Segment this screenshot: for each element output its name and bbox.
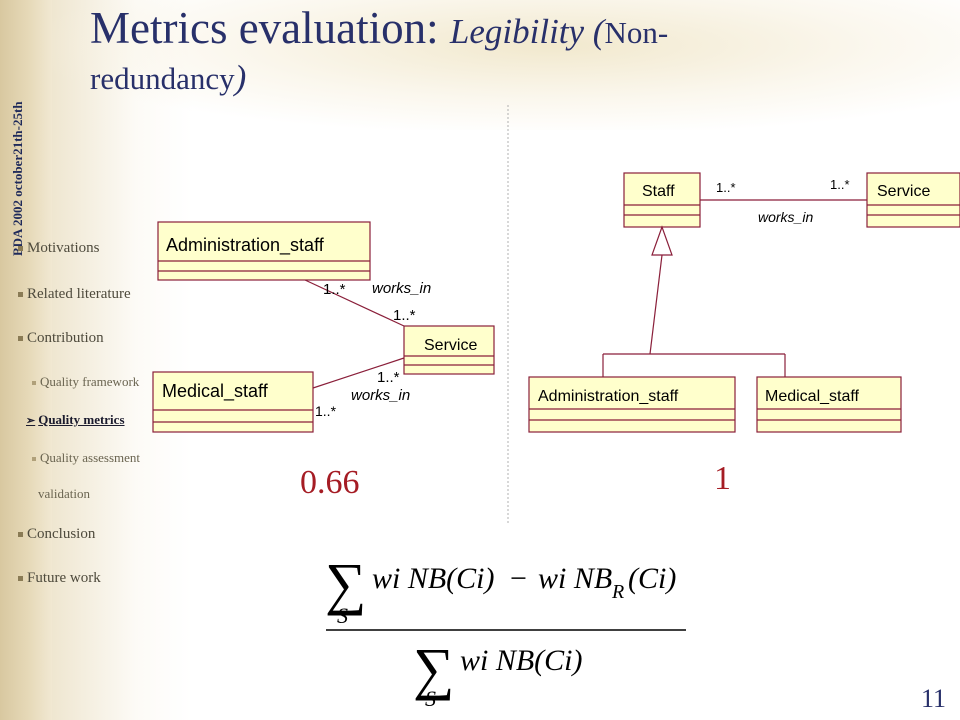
- nav-item-related-literature[interactable]: Related literature: [18, 286, 131, 303]
- sum-index-denominator: S: [425, 686, 436, 711]
- nav-item-label: Quality metrics: [38, 412, 125, 427]
- association-name: works_in: [758, 209, 813, 225]
- association-line-top: [304, 279, 405, 327]
- title-main: Metrics evaluation:: [90, 3, 450, 53]
- class-administration-staff-right[interactable]: Administration_staff: [528, 376, 736, 433]
- title-line2-text: redundancy: [90, 61, 235, 97]
- square-bullet-icon: [32, 457, 36, 462]
- nav-item-label: Future work: [27, 570, 101, 586]
- sum-index-numerator: S: [337, 603, 348, 628]
- nav-item-label: Quality assessment: [40, 450, 141, 465]
- right-diagram: Staff Service 1..* 1..* works_in: [528, 172, 960, 433]
- numerator-term2-start: wi NB: [538, 562, 612, 595]
- title-line2-close: ): [234, 58, 247, 98]
- class-name: Administration_staff: [538, 388, 679, 405]
- nav-item-quality-framework[interactable]: Quality framework: [32, 374, 139, 390]
- class-staff[interactable]: Staff: [623, 172, 701, 228]
- minus-sign: −: [510, 562, 527, 595]
- class-box: [528, 376, 736, 433]
- class-box: [403, 325, 495, 375]
- nav-item-label: Motivations: [27, 240, 100, 256]
- title-italic: Legibility (: [449, 12, 605, 51]
- class-medical-staff-left[interactable]: Medical_staff: [152, 371, 314, 433]
- class-name: Medical_staff: [765, 388, 860, 405]
- class-name: Service: [877, 183, 930, 200]
- nav-item-label: Contribution: [27, 330, 104, 346]
- class-administration-staff-left[interactable]: Administration_staff: [157, 221, 371, 281]
- title-rest: Non-: [604, 15, 669, 50]
- nav-item-conclusion[interactable]: Conclusion: [18, 526, 95, 543]
- class-service-left[interactable]: Service: [403, 325, 495, 375]
- nav-item-validation: validation: [38, 486, 90, 502]
- title-wash: [52, 0, 960, 130]
- left-diagram: Administration_staff Medical_staff Servi…: [152, 221, 495, 433]
- multiplicity-label: 1..*: [315, 403, 337, 419]
- multiplicity-label: 1..*: [323, 281, 346, 298]
- sum-symbol-numerator: ∑: [325, 551, 366, 616]
- denominator-term: wi NB(Ci): [460, 644, 583, 677]
- class-service-right[interactable]: Service: [866, 172, 960, 228]
- title-line2: redundancy): [90, 56, 850, 100]
- nav-item-label: Related literature: [27, 286, 131, 302]
- square-bullet-icon: [18, 576, 23, 582]
- class-name: Staff: [642, 183, 675, 200]
- class-name: Administration_staff: [166, 235, 325, 256]
- square-bullet-icon: [18, 292, 23, 298]
- class-medical-staff-right[interactable]: Medical_staff: [756, 376, 902, 433]
- square-bullet-icon: [18, 532, 23, 538]
- score-left: 0.66: [300, 464, 360, 501]
- arrow-bullet-icon: ➢: [26, 415, 36, 427]
- nav-item-motivations[interactable]: Motivations: [18, 240, 100, 257]
- numerator-term2-end: (Ci): [628, 562, 676, 595]
- multiplicity-label: 1..*: [393, 307, 416, 324]
- nav-item-label: validation: [38, 486, 90, 501]
- nav-item-quality-assessment[interactable]: Quality assessment: [32, 450, 140, 466]
- numerator-term2-subscript: R: [611, 581, 624, 603]
- class-box: [623, 172, 701, 228]
- class-name: Medical_staff: [162, 381, 269, 402]
- nav-item-future-work[interactable]: Future work: [18, 570, 101, 587]
- square-bullet-icon: [32, 381, 36, 386]
- generalization-line: [649, 254, 663, 355]
- association-name: works_in: [351, 387, 410, 404]
- sum-symbol-denominator: ∑: [413, 636, 454, 701]
- formula: ∑ S wi NB(Ci) − wi NB R (Ci) ∑ S wi NB(C…: [325, 551, 686, 711]
- multiplicity-label: 1..*: [716, 180, 736, 195]
- score-right: 1: [714, 460, 731, 497]
- generalization-triangle-icon: [651, 225, 673, 256]
- numerator-term1: wi NB(Ci): [372, 562, 495, 595]
- association-line-bottom: [312, 357, 405, 389]
- class-box: [866, 172, 960, 228]
- class-box: [157, 221, 371, 281]
- nav-item-label: Conclusion: [27, 526, 96, 542]
- nav-item-quality-metrics[interactable]: ➢Quality metrics: [26, 412, 125, 428]
- multiplicity-label: 1..*: [830, 177, 850, 192]
- slide-title: Metrics evaluation: Legibility (Non- red…: [90, 0, 850, 100]
- class-box: [756, 376, 902, 433]
- nav-item-label: Quality framework: [40, 374, 140, 389]
- nav-item-contribution[interactable]: Contribution: [18, 330, 104, 347]
- square-bullet-icon: [18, 336, 23, 342]
- parchment-strip: [0, 0, 52, 720]
- association-name: works_in: [372, 280, 431, 297]
- multiplicity-label: 1..*: [377, 369, 400, 386]
- page-number: 11: [920, 684, 946, 713]
- square-bullet-icon: [18, 246, 23, 252]
- class-name: Service: [424, 337, 477, 354]
